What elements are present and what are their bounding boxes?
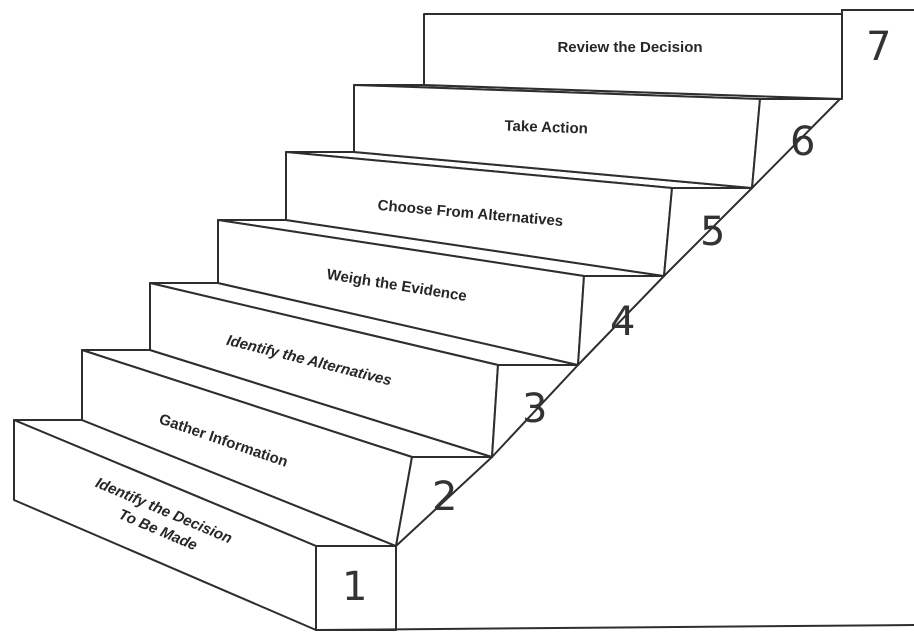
step-1-number: 1: [342, 564, 367, 610]
floor-line: [315, 624, 914, 631]
step-7-riser: [423, 13, 843, 100]
step-4-side: [577, 275, 665, 366]
step-2-side: [395, 456, 493, 547]
step-5-side: [663, 187, 753, 277]
step-1: Identify the Decision To Be Made 1: [13, 419, 397, 631]
wall-outline: [841, 9, 914, 14]
step-7-label: Review the Decision: [557, 39, 702, 56]
step-2-number: 2: [432, 474, 457, 520]
step-3: Identify the Alternatives 3: [149, 282, 579, 458]
step-6-number: 6: [790, 119, 815, 165]
step-4-number: 4: [610, 299, 635, 345]
step-6-label: Take Action: [504, 118, 588, 138]
step-6-side: [751, 98, 841, 189]
step-3-side: [491, 364, 579, 458]
step-3-number: 3: [522, 386, 547, 432]
step-7: Review the Decision 7: [423, 13, 891, 100]
step-7-number: 7: [866, 24, 891, 70]
step-4: Weigh the Evidence 4: [217, 219, 665, 366]
step-5: Choose From Alternatives 5: [285, 151, 753, 277]
step-5-number: 5: [700, 209, 725, 255]
